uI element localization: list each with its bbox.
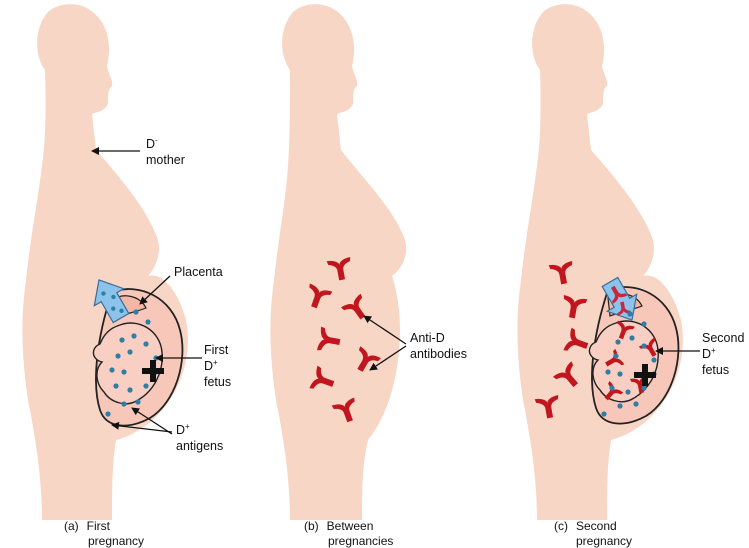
mother-silhouette [22,4,188,520]
caption-a-line2: pregnancy [88,534,144,548]
mother-silhouette [517,4,683,520]
caption-b-line2: pregnancies [328,534,393,548]
mother-silhouette [270,4,406,520]
caption-a: (a)First [64,519,111,533]
panel-between-pregnancies: Anti-D antibodies (b)Between pregnancies [270,4,467,548]
caption-b: (b)Between [304,519,373,533]
mother-label: D- [146,136,158,151]
mother-label-word: mother [146,153,185,167]
placenta-label: Placenta [174,265,223,279]
panel-second-pregnancy: Second D+ fetus (c)Second pregnancy [517,4,744,548]
first-fetus-label-d: D+ [204,358,218,373]
antibodies-label-word: antibodies [410,347,467,361]
caption-c-line2: pregnancy [576,534,632,548]
second-fetus-label-d: D+ [702,346,716,361]
second-fetus-label-word: fetus [702,363,729,377]
antibodies-label: Anti-D [410,331,445,345]
caption-c: (c)Second [554,519,617,533]
second-fetus-label: Second [702,331,744,345]
antigens-label-d: D+ [176,422,190,437]
first-fetus-label-word: fetus [204,375,231,389]
panel-first-pregnancy: D- mother Placenta First D+ fetus D+ ant… [22,4,231,548]
first-fetus-label: First [204,343,229,357]
antigens-label-word: antigens [176,439,223,453]
